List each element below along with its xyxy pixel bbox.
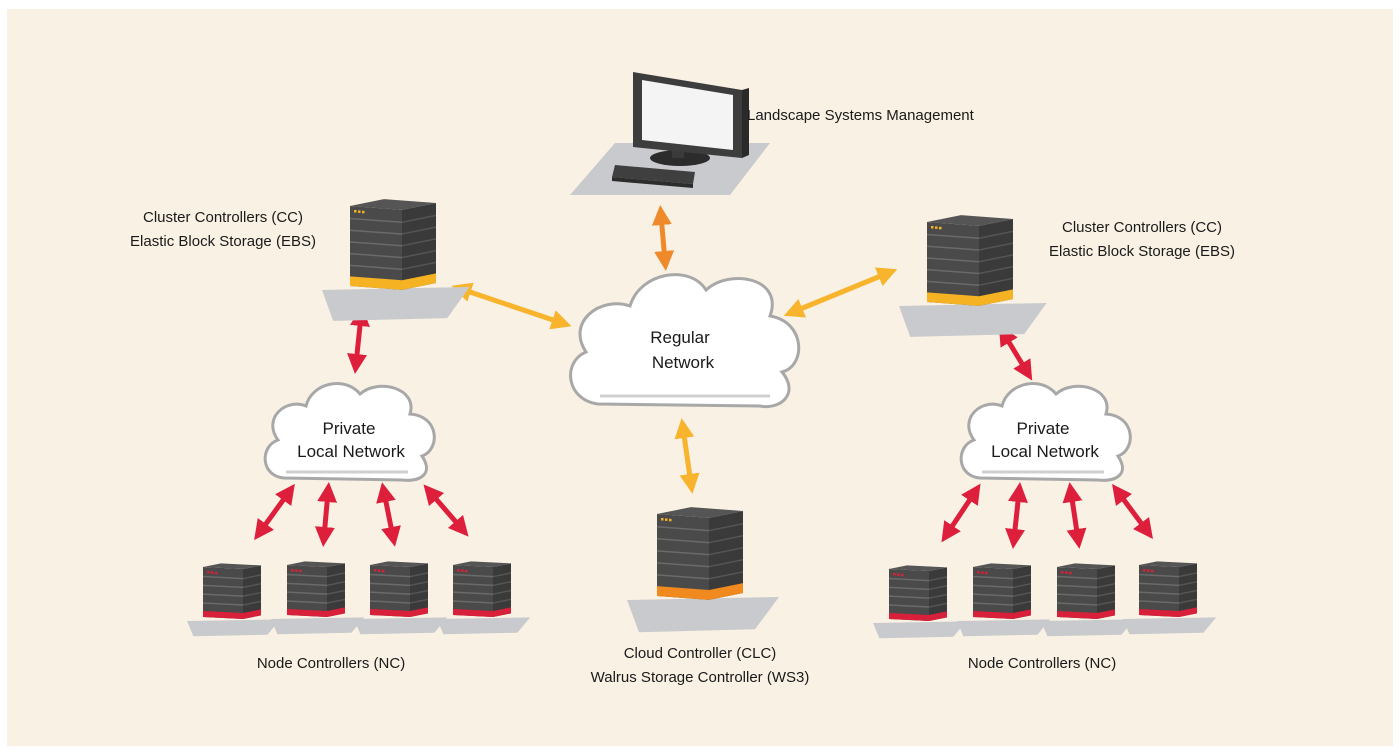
nc-right-server-icon-1 xyxy=(873,565,967,639)
cc-left-label-line1: Cluster Controllers (CC) xyxy=(143,209,303,226)
arrow-landscape-network xyxy=(651,205,675,271)
clc-server-icon xyxy=(627,507,779,633)
arrow-cc-left-private xyxy=(347,306,370,374)
regular-network-cloud: Regular Network xyxy=(569,273,801,409)
nc-right-label: Node Controllers (NC) xyxy=(968,655,1116,672)
nc-right-server-icon-3 xyxy=(1041,563,1135,637)
private-left-label-line2: Local Network xyxy=(297,442,405,461)
private-network-cloud-left: Private Local Network xyxy=(263,382,436,482)
landscape-label: Landscape Systems Management xyxy=(747,107,975,124)
private-right-label-line2: Local Network xyxy=(991,442,1099,461)
cc-right-label-line2: Elastic Block Storage (EBS) xyxy=(1049,243,1235,260)
landscape-computer-icon xyxy=(570,72,770,195)
arrow-private-right-nc4 xyxy=(1112,483,1153,540)
arrow-private-left-nc1 xyxy=(254,483,295,541)
arrow-cc-left-network xyxy=(451,282,572,330)
nc-left-server-icon-4 xyxy=(437,561,531,635)
nc-left-server-icon-1 xyxy=(187,563,281,637)
cc-right-label-line1: Cluster Controllers (CC) xyxy=(1062,219,1222,236)
cc-right-server-icon xyxy=(899,215,1047,337)
arrow-private-right-nc3 xyxy=(1062,482,1087,549)
nc-left-server-icon-2 xyxy=(271,561,365,635)
server-icons xyxy=(187,199,1217,639)
arrow-private-right-nc2 xyxy=(1005,482,1028,549)
nc-left-server-icon-3 xyxy=(354,561,448,635)
cc-left-label-line2: Elastic Block Storage (EBS) xyxy=(130,233,316,250)
arrow-private-left-nc3 xyxy=(376,482,401,547)
arrow-private-left-nc4 xyxy=(423,484,469,537)
arrow-network-clc xyxy=(674,418,700,494)
nc-right-server-icon-2 xyxy=(957,563,1051,637)
clc-label-line1: Cloud Controller (CLC) xyxy=(624,645,777,662)
nc-right-server-icon-4 xyxy=(1123,561,1217,635)
cc-left-server-icon xyxy=(322,199,470,321)
regular-network-label-line1: Regular xyxy=(650,328,710,347)
arrow-private-left-nc2 xyxy=(314,482,338,547)
private-right-label-line1: Private xyxy=(1017,419,1070,438)
private-left-label-line1: Private xyxy=(323,419,376,438)
arrow-private-right-nc1 xyxy=(941,483,981,543)
private-network-cloud-right: Private Local Network xyxy=(959,382,1132,482)
nc-left-label: Node Controllers (NC) xyxy=(257,655,405,672)
arrow-cc-right-private xyxy=(998,325,1033,381)
regular-network-label-line2: Network xyxy=(652,353,715,372)
clc-label-line2: Walrus Storage Controller (WS3) xyxy=(591,669,810,686)
arrow-cc-right-network xyxy=(783,267,898,318)
connection-arrows xyxy=(254,205,1153,549)
